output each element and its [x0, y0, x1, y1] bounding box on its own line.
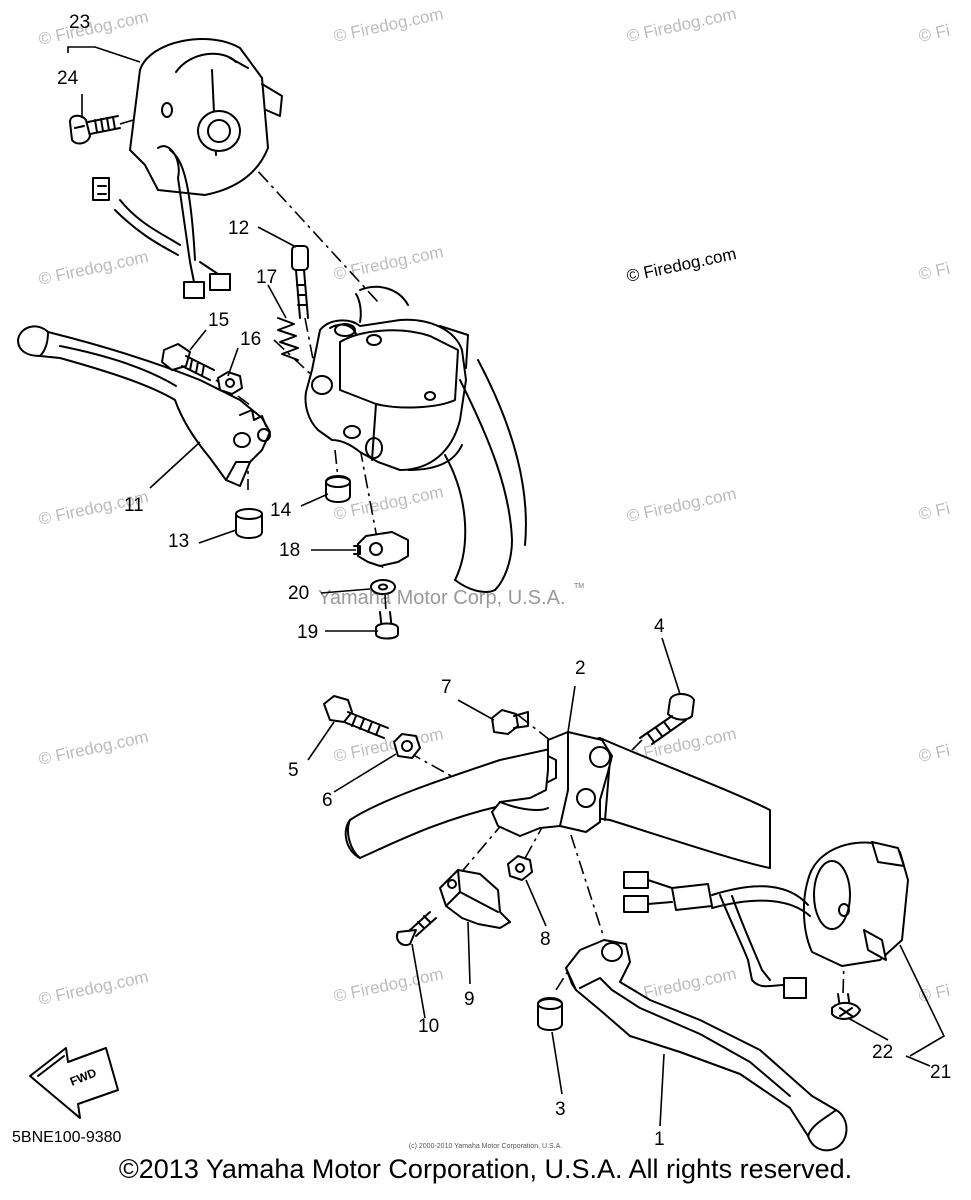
screw-24: [69, 114, 121, 145]
fwd-arrow-icon: FWD: [29, 1047, 119, 1119]
watermark: © Firedog.com: [332, 724, 445, 766]
callout-6: 6: [322, 790, 333, 811]
nut-16: [217, 371, 243, 395]
callout-14: 14: [270, 500, 292, 521]
watermark: © Fi: [917, 499, 952, 524]
callout-19: 19: [297, 622, 318, 643]
watermark: © Fi: [917, 741, 952, 766]
yamaha-tm: TM: [574, 583, 584, 590]
nut-8: [507, 855, 533, 881]
collar-3: [537, 997, 563, 1031]
leader-lines: [67, 46, 946, 1127]
callout-16: 16: [240, 329, 261, 350]
watermark: © Fi: [917, 981, 952, 1006]
nut-6: [393, 733, 421, 759]
center-copyright-mark: © Firedog.com: [625, 244, 738, 286]
callout-10: 10: [418, 1016, 439, 1037]
copyright-notice: ©2013 Yamaha Motor Corporation, U.S.A. A…: [118, 1154, 853, 1184]
spring-17: [277, 317, 299, 361]
part-code: 5BNE100-9380: [12, 1129, 122, 1146]
bolt-12: [291, 245, 309, 319]
callout-11: 11: [124, 495, 144, 516]
watermark: © Fi: [917, 259, 952, 284]
brake-lever-1: [565, 939, 848, 1152]
bolt-5: [323, 695, 389, 739]
callout-4: 4: [654, 616, 665, 637]
callout-5: 5: [288, 760, 299, 781]
callout-7: 7: [441, 677, 452, 698]
screw-19: [375, 611, 399, 640]
watermark: © Firedog.com: [37, 967, 150, 1009]
watermark: © Firedog.com: [37, 7, 150, 49]
callout-3: 3: [555, 1099, 566, 1120]
master-cylinder: [304, 285, 469, 471]
collar-13: [235, 508, 263, 539]
callout-21: 21: [930, 1062, 951, 1083]
lever-holder-2: [491, 731, 613, 837]
watermark: © Firedog.com: [37, 247, 150, 289]
callout-23: 23: [69, 12, 90, 33]
callout-12: 12: [228, 218, 249, 239]
callout-9: 9: [464, 989, 475, 1010]
watermark: © Firedog.com: [625, 4, 738, 46]
callout-1: 1: [654, 1129, 665, 1150]
right-handlebar-switch: [623, 841, 909, 999]
screw-22: [831, 993, 861, 1020]
watermark: © Firedog.com: [332, 964, 445, 1006]
callout-24: 24: [57, 68, 79, 89]
grommet-14: [325, 475, 351, 503]
left-handlebar-switch: [92, 38, 283, 299]
callout-17: 17: [256, 267, 277, 288]
bolt-15: [161, 343, 215, 381]
upper-handlebar: [407, 359, 527, 593]
screw-10: [396, 911, 437, 946]
callout-22: 22: [872, 1042, 893, 1063]
watermark: © Firedog.com: [332, 4, 445, 46]
screw-7: [491, 709, 529, 735]
brake-switch-9: [439, 869, 511, 929]
watermark: © Fi: [917, 21, 952, 46]
clutch-lever-11: [17, 325, 271, 487]
callout-18: 18: [279, 540, 300, 561]
callouts: 23 24 12 17 15 16 11 13 14 18 20 19 2 4 …: [57, 12, 951, 1150]
washer-20: [370, 579, 396, 595]
callout-8: 8: [540, 929, 551, 950]
callout-2: 2: [575, 658, 586, 679]
assembly-lines: [119, 111, 846, 996]
watermark: © Firedog.com: [37, 727, 150, 769]
callout-20: 20: [288, 583, 309, 604]
bolt-4: [639, 693, 695, 745]
callout-13: 13: [168, 531, 189, 552]
callout-15: 15: [208, 310, 229, 331]
watermark: © Firedog.com: [332, 242, 445, 284]
watermark: © Firedog.com: [625, 484, 738, 526]
switch-18: [353, 531, 409, 567]
small-notice: (c) 2000-2010 Yamaha Motor Corporation, …: [408, 1143, 563, 1150]
